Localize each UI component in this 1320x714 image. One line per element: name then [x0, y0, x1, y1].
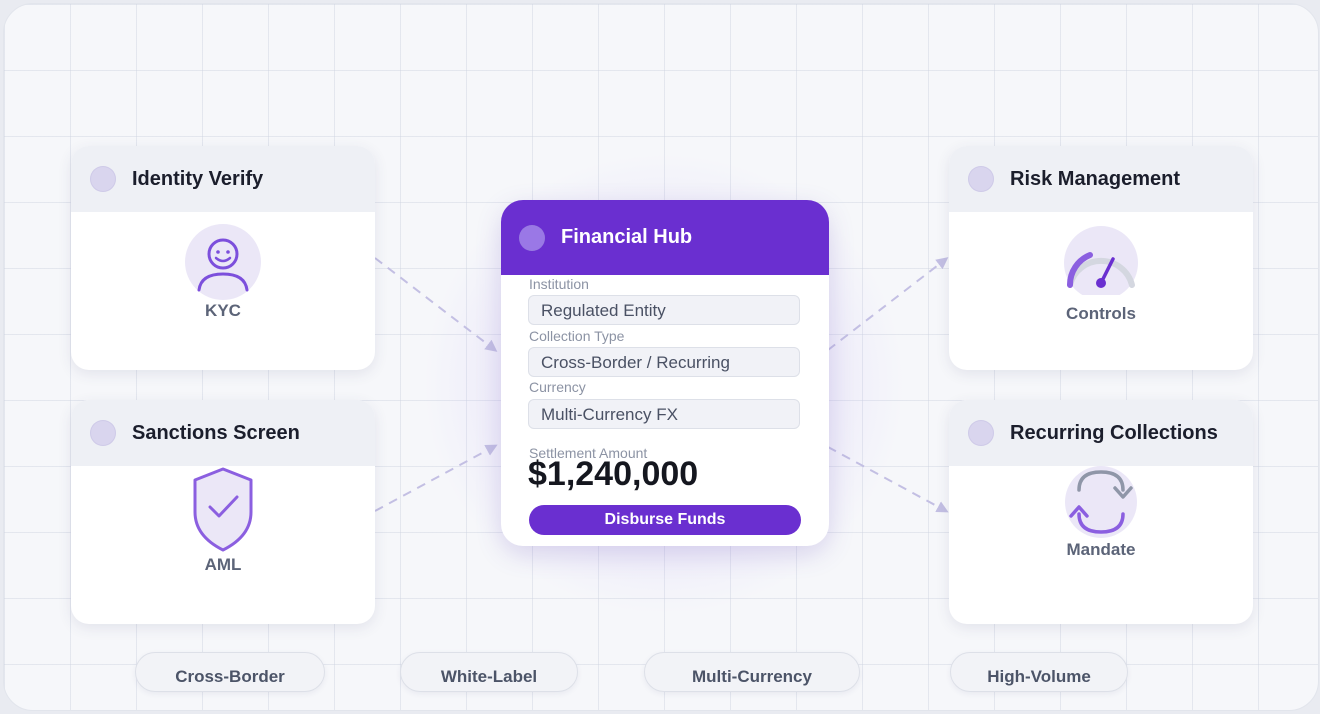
connector-sanctions-to-hub [374, 444, 498, 512]
card-body: AML [71, 466, 375, 624]
card-body: KYC [71, 212, 375, 370]
card-body: Mandate [949, 466, 1253, 624]
tag-white-label[interactable]: White-Label [400, 652, 578, 692]
card-header: Recurring Collections [949, 400, 1253, 466]
card-title: Risk Management [1010, 167, 1181, 190]
financial-hub-card: Financial Hub Institution Regulated Enti… [501, 200, 829, 546]
field-label-currency: Currency [529, 379, 586, 395]
status-dot [90, 420, 116, 446]
field-label-collection-type: Collection Type [529, 328, 625, 344]
card-header: Sanctions Screen [71, 400, 375, 466]
disburse-funds-button[interactable]: Disburse Funds [529, 505, 801, 535]
shield-check-icon [193, 467, 253, 552]
collection-type-field[interactable]: Cross-Border / Recurring [528, 347, 800, 377]
tag-cross-border[interactable]: Cross-Border [135, 652, 325, 692]
connector-identity-to-hub [374, 257, 498, 352]
connector-hub-to-risk [827, 257, 949, 351]
connector-lines [374, 257, 949, 513]
card-title: Identity Verify [132, 167, 264, 190]
status-dot [519, 224, 545, 251]
user-smile-icon [185, 224, 261, 300]
card-header: Risk Management [949, 146, 1253, 212]
card-identity-verify[interactable]: Identity Verify KYC [71, 146, 375, 370]
hub-header: Financial Hub [501, 200, 829, 275]
card-sanctions-screen[interactable]: Sanctions Screen AML [71, 400, 375, 624]
card-label: Mandate [1066, 540, 1136, 559]
gauge-icon [1064, 226, 1138, 295]
card-title: Recurring Collections [1010, 421, 1218, 444]
status-dot [90, 166, 116, 192]
settlement-amount: $1,240,000 [528, 455, 699, 493]
connector-hub-to-recurring [827, 446, 949, 513]
card-label: KYC [205, 301, 241, 320]
card-risk-management[interactable]: Risk Management Controls [949, 146, 1253, 370]
tag-multi-currency[interactable]: Multi-Currency [644, 652, 860, 692]
currency-field[interactable]: Multi-Currency FX [528, 399, 800, 429]
cycle-arrows-icon [1065, 466, 1137, 538]
hub-title: Financial Hub [561, 226, 693, 248]
card-label: Controls [1066, 304, 1136, 323]
card-header: Identity Verify [71, 146, 375, 212]
card-title: Sanctions Screen [132, 421, 300, 444]
canvas: Identity Verify KYC Sanctions Screen [3, 3, 1319, 711]
card-body: Controls [949, 212, 1253, 370]
status-dot [968, 166, 994, 192]
status-dot [968, 420, 994, 446]
card-recurring-collections[interactable]: Recurring Collections Mandate [949, 400, 1253, 624]
field-label-institution: Institution [529, 276, 589, 292]
tag-high-volume[interactable]: High-Volume [950, 652, 1128, 692]
institution-field[interactable]: Regulated Entity [528, 295, 800, 325]
card-label: AML [204, 555, 242, 574]
amount-label: Settlement Amount [529, 445, 648, 461]
